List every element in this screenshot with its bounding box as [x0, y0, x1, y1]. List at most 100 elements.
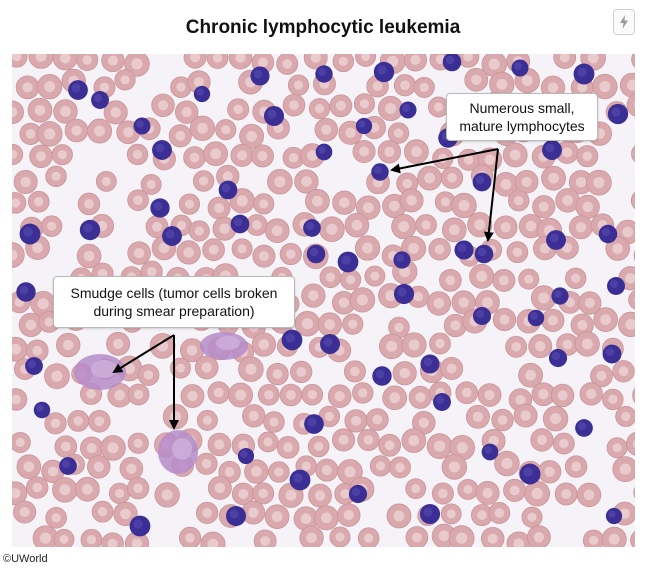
red-blood-cell-pallor [548, 172, 559, 184]
lymphocyte-chromatin [423, 507, 433, 517]
red-blood-cell-pallor [185, 533, 195, 543]
red-blood-cell-pallor [132, 149, 143, 160]
lymphocyte-chromatin [608, 510, 616, 518]
lymphocyte-chromatin [136, 120, 144, 128]
lymphocyte-chromatin [323, 337, 333, 347]
red-blood-cell-pallor [433, 102, 444, 112]
red-blood-cell-pallor [301, 318, 313, 330]
red-blood-cell-pallor [157, 100, 169, 111]
red-blood-cell-pallor [133, 195, 143, 205]
red-blood-cell-pallor [44, 128, 56, 140]
red-blood-cell-pallor [362, 242, 374, 254]
red-blood-cell-pallor [288, 153, 299, 163]
red-blood-cell-pallor [214, 482, 226, 494]
smudge-cell-texture [216, 336, 240, 350]
red-blood-cell-pallor [359, 99, 370, 109]
red-blood-cell [12, 242, 25, 268]
red-blood-cell-pallor [461, 387, 472, 398]
red-blood-cell-pallor [356, 294, 368, 306]
red-blood-cell [12, 100, 24, 125]
lymphocyte-chromatin [549, 233, 559, 243]
lymphocyte-chromatin [285, 333, 295, 343]
lymphocyte-callout: Numerous small, mature lymphocytes [446, 93, 598, 141]
red-blood-cell-pallor [600, 314, 612, 326]
red-blood-cell-pallor [476, 270, 488, 282]
red-blood-cell-pallor [335, 532, 345, 542]
red-blood-cell-pallor [296, 367, 307, 377]
red-blood-cell-pallor [257, 150, 268, 161]
red-blood-cell-pallor [23, 461, 35, 473]
red-blood-cell-pallor [146, 179, 156, 190]
red-blood-cell-pallor [258, 251, 269, 262]
red-blood-cell-pallor [161, 489, 173, 501]
red-blood-cell-pallor [47, 221, 57, 231]
lymphocyte-chromatin [377, 65, 387, 75]
red-blood-cell-pallor [59, 534, 69, 544]
red-blood-cell-pallor [201, 362, 212, 373]
red-blood-cell-pallor [320, 512, 332, 524]
red-blood-cell-pallor [474, 219, 486, 231]
red-blood-cell-pallor [463, 54, 473, 62]
lymphocyte-chromatin [318, 146, 326, 154]
red-blood-cell-pallor [562, 195, 573, 206]
lymphocyte-chromatin [83, 223, 93, 233]
red-blood-cell-pallor [393, 128, 404, 138]
lymphocyte-chromatin [306, 222, 314, 230]
red-blood-cell-pallor [57, 150, 67, 160]
red-blood-cell-pallor [123, 127, 134, 138]
red-blood-cell-pallor [525, 220, 537, 232]
lymphocyte-chromatin [374, 166, 382, 174]
red-blood-cell [632, 387, 635, 404]
lymphocyte-chromatin [240, 450, 248, 458]
lymphocyte-chromatin [307, 417, 317, 427]
red-blood-cell-pallor [389, 200, 400, 212]
red-blood-cell-pallor [114, 389, 125, 401]
red-blood-cell-pallor [107, 55, 118, 66]
red-blood-cell-pallor [447, 172, 457, 183]
lymphocyte-chromatin [341, 255, 351, 265]
red-blood-cell-pallor [500, 222, 511, 233]
red-blood-cell-pallor [175, 363, 186, 373]
lymphocyte-chromatin [19, 285, 29, 295]
red-blood-cell-pallor [577, 320, 588, 331]
red-blood-cell-pallor [60, 441, 71, 452]
red-blood-cell-pallor [51, 171, 61, 181]
red-blood-cell-pallor [446, 509, 456, 519]
red-blood-cell-pallor [274, 176, 286, 188]
red-blood-cell-pallor [398, 221, 410, 233]
red-blood-cell-pallor [25, 319, 37, 331]
flash-button[interactable] [613, 9, 635, 35]
red-blood-cell-pallor [110, 107, 121, 118]
red-blood-cell-pallor [458, 199, 470, 212]
red-blood-cell-pallor [94, 416, 105, 427]
red-blood-cell-pallor [325, 272, 336, 282]
red-blood-cell-pallor [35, 151, 47, 162]
red-blood-cell-pallor [314, 490, 326, 501]
red-blood-cell-pallor [338, 56, 348, 67]
red-blood-cell-pallor [500, 179, 512, 190]
red-blood-cell-pallor [12, 107, 18, 118]
red-blood-cell-pallor [245, 363, 257, 375]
red-blood-cell-pallor [51, 513, 61, 523]
red-blood-cell [631, 54, 635, 68]
red-blood-cell [633, 249, 635, 261]
red-blood-cell-pallor [131, 538, 143, 547]
red-blood-cell-pallor [438, 488, 448, 499]
red-blood-cell-pallor [484, 154, 496, 165]
red-blood-cell-pallor [73, 416, 83, 426]
red-blood-cell-pallor [599, 81, 611, 93]
red-blood-cell-pallor [372, 81, 383, 92]
red-blood-cell-pallor [44, 81, 56, 93]
red-blood-cell-pallor [133, 483, 143, 494]
red-blood-cell-pallor [621, 411, 631, 421]
red-blood-cell-pallor [358, 388, 368, 398]
red-blood-cell-pallor [445, 275, 456, 286]
red-blood-cell-pallor [99, 82, 110, 93]
red-blood-cell-pallor [533, 532, 545, 543]
red-blood-cell-pallor [561, 489, 572, 499]
red-blood-cell-pallor [456, 442, 468, 454]
red-blood-cell-pallor [306, 532, 317, 544]
red-blood-cell-pallor [258, 339, 270, 350]
red-blood-cell-pallor [586, 388, 597, 399]
red-blood-cell-pallor [463, 155, 474, 165]
